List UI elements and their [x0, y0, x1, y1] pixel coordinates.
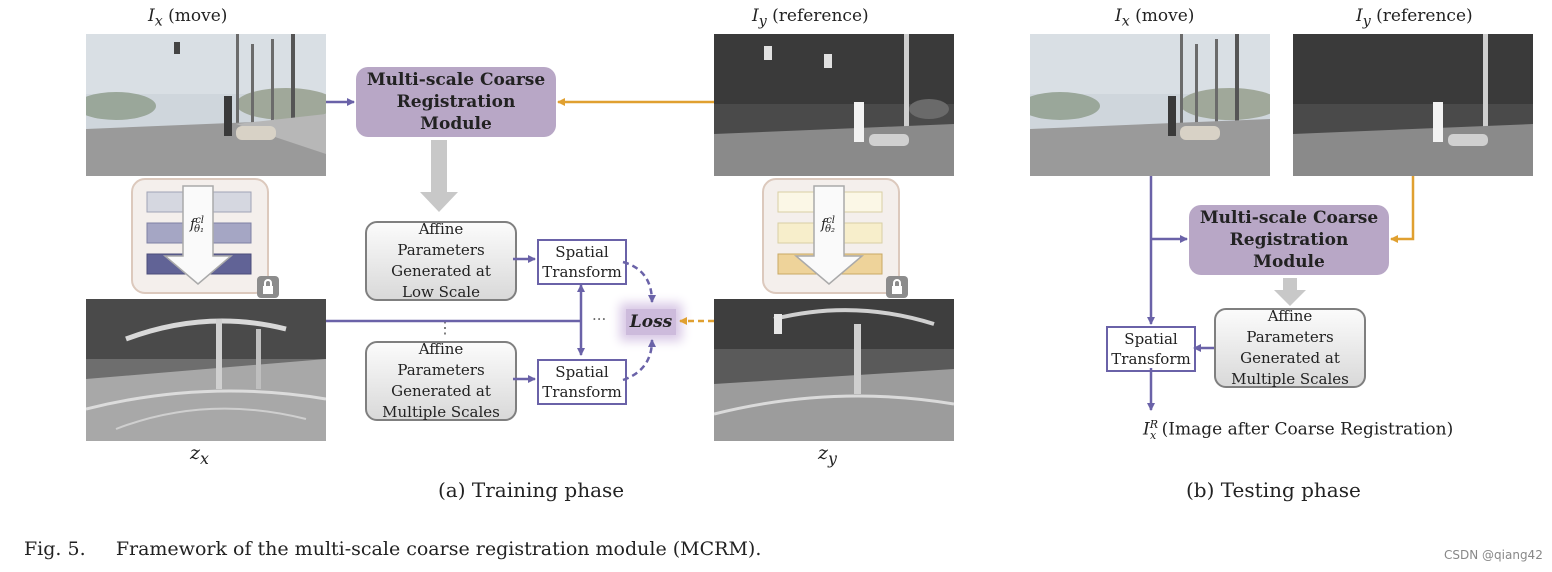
horizontal-dots: ··· [592, 310, 607, 328]
zx-feature-map [86, 299, 326, 441]
zy-label: zy [818, 442, 837, 468]
test-gray-arrow [1274, 278, 1306, 306]
spatial-transform-1: Spatial Transform [537, 239, 627, 285]
test-reference-image-photo [1293, 34, 1533, 176]
output-label: IRx (Image after Coarse Registration) [1143, 418, 1454, 443]
watermark: CSDN @qiang42 [1444, 548, 1543, 562]
test-spatial-transform: Spatial Transform [1106, 326, 1196, 372]
loss-box: Loss [626, 309, 676, 335]
mcrm-module-training: Multi-scale Coarse Registration Module [356, 67, 556, 137]
testing-caption: (b) Testing phase [1186, 478, 1361, 502]
encoder-2-symbol: fclθ₂ [821, 215, 836, 236]
affine-multi-scale-box: Affine Parameters Generated at Multiple … [365, 340, 517, 421]
test-affine-multi-scale-box: Affine Parameters Generated at Multiple … [1214, 307, 1366, 388]
encoder-1-symbol: fclθ₁ [190, 215, 205, 236]
spatial-transform-2: Spatial Transform [537, 359, 627, 405]
test-iy-to-module [1390, 176, 1415, 243]
zx-label: zx [190, 442, 209, 468]
dashed-st1-to-loss [622, 260, 656, 303]
vertical-dots: ⋮ [437, 318, 453, 337]
lock-icon-2 [886, 276, 908, 298]
ix-move-label: Ix (move) [148, 6, 228, 30]
encoder-1-layers [146, 185, 252, 285]
figure-caption: Fig. 5. Framework of the multi-scale coa… [24, 538, 762, 560]
test-iy-reference-label: Iy (reference) [1356, 6, 1473, 30]
training-caption: (a) Training phase [438, 478, 625, 502]
test-moving-image-photo [1030, 34, 1270, 176]
gray-arrow-down [420, 140, 458, 212]
dashed-st2-to-loss [622, 339, 656, 382]
iy-reference-label: Iy (reference) [752, 6, 869, 30]
reference-image-photo [714, 34, 954, 176]
affine-low-scale-box: Affine Parameters Generated at Low Scale [365, 220, 517, 301]
mcrm-module-testing: Multi-scale Coarse Registration Module [1189, 205, 1389, 275]
moving-image-photo [86, 34, 326, 176]
encoder-2-layers [777, 185, 883, 285]
lock-icon [257, 276, 279, 298]
test-ix-move-label: Ix (move) [1115, 6, 1195, 30]
zy-feature-map [714, 299, 954, 441]
